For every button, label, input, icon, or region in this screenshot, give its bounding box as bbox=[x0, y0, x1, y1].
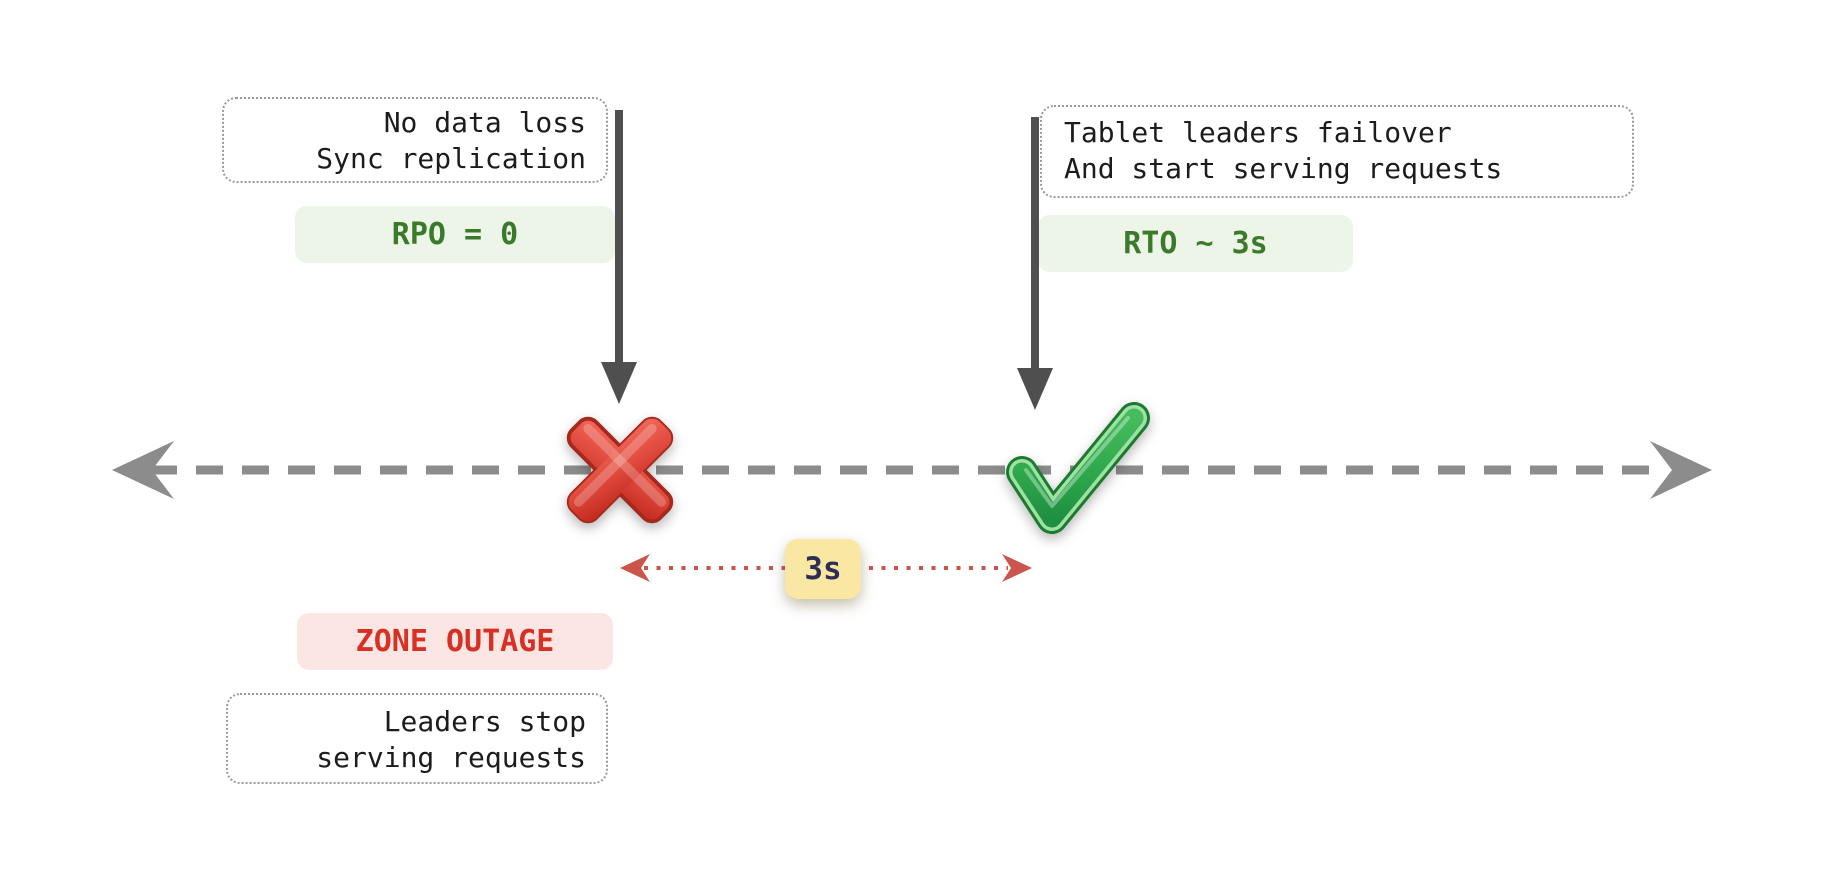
down-arrow-icon bbox=[601, 110, 637, 404]
down-arrow-icon bbox=[1017, 117, 1053, 410]
dotted-span-double-arrow bbox=[620, 554, 1032, 582]
rpo-annotation-box: No data loss Sync replication bbox=[222, 97, 608, 183]
rto-annotation-box: Tablet leaders failover And start servin… bbox=[1040, 105, 1634, 198]
rto-annotation-line2: And start serving requests bbox=[1064, 152, 1503, 185]
zone-outage-badge: ZONE OUTAGE bbox=[297, 613, 613, 670]
outage-annotation-box: Leaders stop serving requests bbox=[226, 693, 608, 784]
dashed-timeline-double-arrow bbox=[112, 441, 1712, 499]
timeline-left-arrowhead bbox=[112, 441, 174, 499]
rpo-badge: RPO = 0 bbox=[295, 206, 615, 263]
check-mark-icon bbox=[1006, 402, 1150, 534]
outage-annotation-line2: serving requests bbox=[316, 741, 586, 774]
outage-annotation-line1: Leaders stop bbox=[383, 705, 586, 738]
timeline-right-arrowhead bbox=[1650, 441, 1712, 499]
rto-badge: RTO ~ 3s bbox=[1038, 215, 1353, 272]
cross-mark-icon bbox=[566, 416, 674, 524]
span-right-arrowhead bbox=[1002, 554, 1032, 582]
rto-annotation-line1: Tablet leaders failover bbox=[1064, 116, 1452, 149]
duration-badge: 3s bbox=[785, 539, 861, 599]
rpo-annotation-line1: No data loss bbox=[383, 106, 586, 139]
rpo-annotation-line2: Sync replication bbox=[316, 142, 586, 175]
span-left-arrowhead bbox=[620, 554, 650, 582]
